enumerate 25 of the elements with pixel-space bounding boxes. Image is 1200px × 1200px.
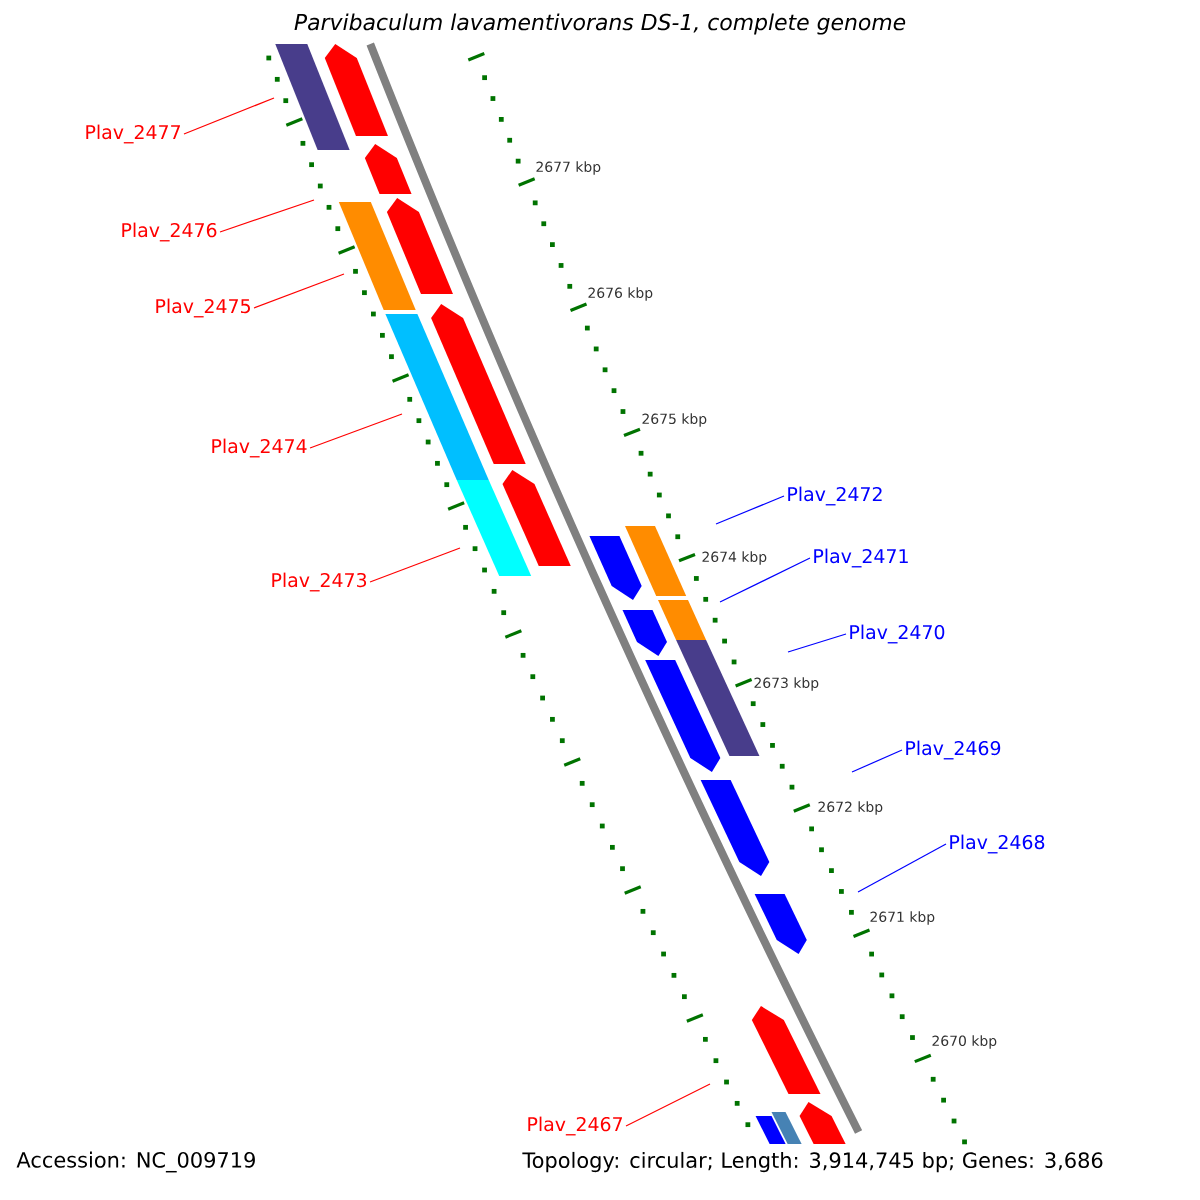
leader-line <box>857 843 947 893</box>
gene-label: Plav_2467 <box>528 1116 622 1136</box>
leader-line <box>787 633 847 653</box>
leader-line <box>219 199 315 233</box>
genome-info-text: Topology: circular; Length: 3,914,745 bp; Genes: 3,686 <box>522 1151 1103 1173</box>
leader-line <box>253 273 345 309</box>
gene-label: Plav_2472 <box>788 486 882 506</box>
gene-label: Plav_2475 <box>156 298 250 318</box>
gene-label: Plav_2474 <box>212 438 307 458</box>
accession-text: Accession: NC_009719 <box>16 1151 255 1173</box>
leader-line <box>851 749 903 773</box>
leader-line <box>369 547 461 583</box>
leader-line <box>625 1083 711 1127</box>
leader-line <box>309 413 403 449</box>
gene-label: Plav_2470 <box>850 624 945 644</box>
leader-line <box>715 495 785 525</box>
gene-label: Plav_2473 <box>272 572 367 592</box>
leader-line <box>183 97 275 135</box>
leader-line <box>719 557 811 603</box>
gene-label: Plav_2476 <box>122 222 217 242</box>
gene-label: Plav_2469 <box>906 740 1001 760</box>
gene-label: Plav_2468 <box>950 834 1045 854</box>
title: Parvibaculum lavamentivorans DS-1, complete genome <box>294 13 906 35</box>
gene-label: Plav_2471 <box>814 548 908 568</box>
gene-label: Plav_2477 <box>86 124 180 144</box>
